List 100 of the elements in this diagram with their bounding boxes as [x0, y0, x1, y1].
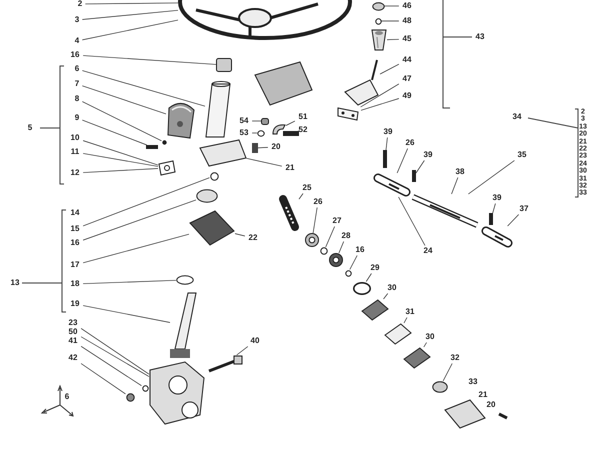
- leader-line: [80, 363, 126, 394]
- callout-number: 48: [402, 17, 412, 25]
- callout-number: 4: [74, 37, 80, 45]
- callout-number: 39: [424, 151, 432, 159]
- callout-number: 10: [70, 134, 80, 142]
- clip-drawing: [337, 107, 361, 121]
- ring-drawing: [210, 172, 218, 180]
- leader-line: [82, 305, 170, 323]
- leader-line: [82, 101, 162, 142]
- callout-number: 46: [402, 2, 412, 10]
- leader-line: [252, 132, 258, 134]
- knob-drawing: [371, 29, 387, 51]
- nut-drawing: [261, 118, 269, 124]
- callout-number: 28: [342, 232, 350, 240]
- leader-line: [396, 148, 408, 174]
- callout-number: 22: [248, 234, 258, 242]
- callout-number: 6: [64, 393, 70, 401]
- leader-line: [82, 200, 196, 240]
- ring-drawing: [320, 247, 328, 255]
- leader-line: [82, 55, 216, 65]
- ring-drawing: [353, 282, 371, 294]
- small-ring: [374, 18, 382, 24]
- leader-line: [82, 234, 190, 264]
- callout-number: 40: [250, 337, 260, 345]
- bearing-drawing: [329, 253, 343, 267]
- callout-number: 18: [70, 280, 80, 288]
- callout-number: 54: [240, 117, 248, 125]
- shaft-tube-drawing: [410, 194, 480, 228]
- callout-number: 16: [356, 246, 364, 254]
- gearbox-housing-drawing: [149, 361, 205, 425]
- snap-ring-drawing: [176, 275, 194, 285]
- leader-line: [80, 346, 142, 386]
- leader-line: [298, 193, 304, 200]
- callout-number: 8: [74, 95, 80, 103]
- leader-line: [349, 255, 358, 270]
- callout-number: 33: [468, 378, 478, 386]
- shaft-joint-drawing: [481, 226, 513, 248]
- pinion-gear-drawing: [279, 195, 299, 231]
- cap-drawing: [372, 2, 384, 10]
- callout-number: 51: [298, 113, 308, 121]
- callout-number: 34: [512, 113, 522, 121]
- callout-number: 26: [406, 139, 414, 147]
- gear-block-drawing: [189, 210, 235, 246]
- callout-number: 17: [70, 261, 80, 269]
- callout-number: 6: [74, 65, 80, 73]
- leader-line: [80, 336, 150, 377]
- callout-number: 14: [70, 209, 80, 217]
- leader-line: [380, 64, 400, 74]
- ball-drawing: [162, 140, 166, 144]
- callout-number: 12: [70, 169, 80, 177]
- callout-number: 37: [520, 205, 528, 213]
- callout-number: 45: [402, 35, 412, 43]
- column-tube-drawing: [205, 81, 231, 139]
- leader-line: [386, 38, 400, 40]
- pin-drawing: [412, 170, 416, 182]
- bushing-drawing: [216, 58, 232, 72]
- leader-line: [423, 342, 427, 348]
- callout-number: 47: [402, 75, 412, 83]
- callout-number: 30: [388, 284, 396, 292]
- callout-number: 9: [74, 114, 80, 122]
- leader-line: [338, 241, 344, 254]
- leader-line: [82, 10, 178, 20]
- leader-line: [492, 203, 496, 214]
- callout-number: 29: [370, 264, 380, 272]
- long-bolt-drawing: [207, 355, 243, 373]
- leader-line: [360, 98, 400, 111]
- callout-number: 16: [70, 51, 80, 59]
- bolt-drawing: [283, 130, 299, 136]
- callout-number: 3: [74, 16, 80, 24]
- pin-drawing: [489, 213, 493, 225]
- leader-line: [82, 177, 210, 226]
- callout-number: 44: [402, 56, 412, 64]
- leader-line: [507, 214, 520, 226]
- gasket-drawing: [361, 299, 389, 321]
- seal-ring: [432, 381, 448, 393]
- callout-number: 39: [384, 128, 392, 136]
- plate-drawing: [158, 160, 176, 176]
- flange-drawing: [198, 139, 246, 167]
- callout-number: 19: [70, 300, 80, 308]
- callout-number: 5: [28, 124, 32, 132]
- flange-plate-drawing: [384, 323, 412, 345]
- leader-line: [82, 280, 176, 284]
- callout-number: 43: [476, 33, 484, 41]
- callout-number: 11: [70, 148, 80, 156]
- callout-number: 39: [492, 194, 502, 202]
- callout-number: 23: [68, 319, 78, 327]
- callout-number: 49: [402, 92, 412, 100]
- callout-number: 2: [78, 0, 82, 8]
- leader-line: [366, 273, 372, 282]
- bearing-drawing: [305, 233, 319, 247]
- leader-line: [312, 207, 318, 234]
- callout-number: 15: [70, 225, 80, 233]
- callout-number: 27: [332, 217, 342, 225]
- leader-line: [416, 160, 425, 174]
- callout-number: 38: [456, 168, 464, 176]
- leader-line: [82, 140, 158, 166]
- callout-number: 25: [302, 184, 312, 192]
- leader-line: [325, 226, 335, 248]
- leader-line: [383, 293, 388, 300]
- nut-drawing: [126, 392, 134, 402]
